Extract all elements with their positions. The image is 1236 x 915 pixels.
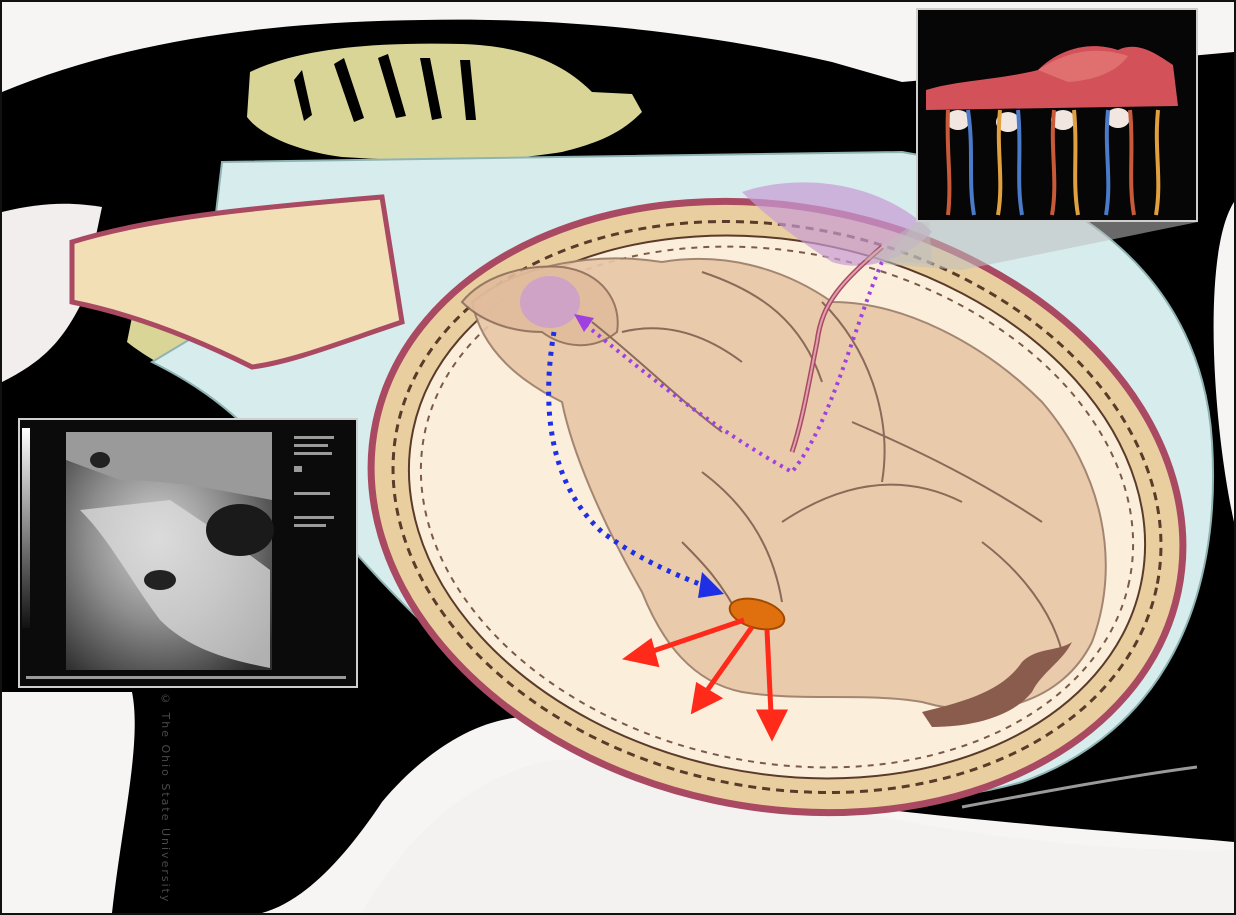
copyright-credit: © The Ohio State University [152,692,172,912]
ultrasound-inset [18,418,358,688]
placenta-inset [916,8,1198,222]
placenta-vessels-icon [918,10,1196,220]
fetal-pituitary [520,276,580,328]
ultrasound-image-icon [20,420,356,686]
